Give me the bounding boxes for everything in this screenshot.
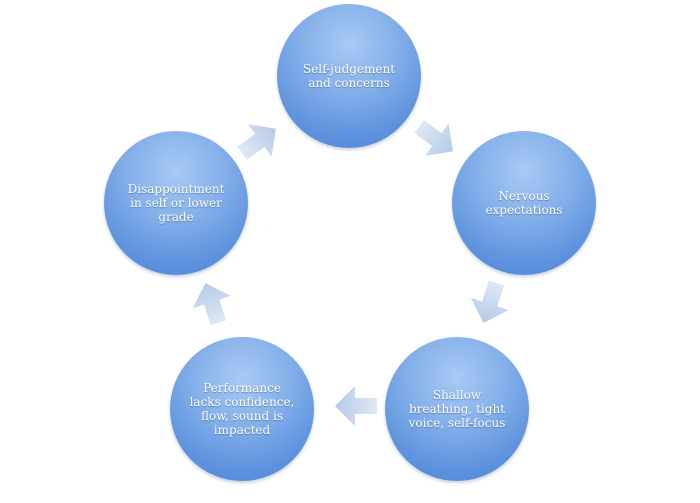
node-label: Performance lacks confidence, flow, soun… bbox=[189, 381, 295, 437]
node-label: Disappointment in self or lower grade bbox=[127, 182, 225, 224]
node-label: Nervous expectations bbox=[485, 189, 563, 217]
node-label: Self-judgement and concerns bbox=[302, 62, 396, 90]
cycle-node-shallow-breathing: Shallow breathing, tight voice, self-foc… bbox=[385, 337, 529, 481]
node-label: Shallow breathing, tight voice, self-foc… bbox=[408, 388, 506, 430]
cycle-node-self-judgement: Self-judgement and concerns bbox=[277, 4, 421, 148]
cycle-arrow-1-to-2 bbox=[414, 120, 453, 156]
cycle-node-disappointment: Disappointment in self or lower grade bbox=[104, 131, 248, 275]
cycle-node-performance: Performance lacks confidence, flow, soun… bbox=[170, 337, 314, 481]
cycle-arrow-4-to-5 bbox=[192, 283, 231, 326]
cycle-arrow-5-to-1 bbox=[237, 124, 276, 160]
cycle-arrow-2-to-3 bbox=[470, 280, 509, 323]
cycle-node-nervous-expectations: Nervous expectations bbox=[452, 131, 596, 275]
cycle-arrow-3-to-4 bbox=[335, 386, 377, 426]
